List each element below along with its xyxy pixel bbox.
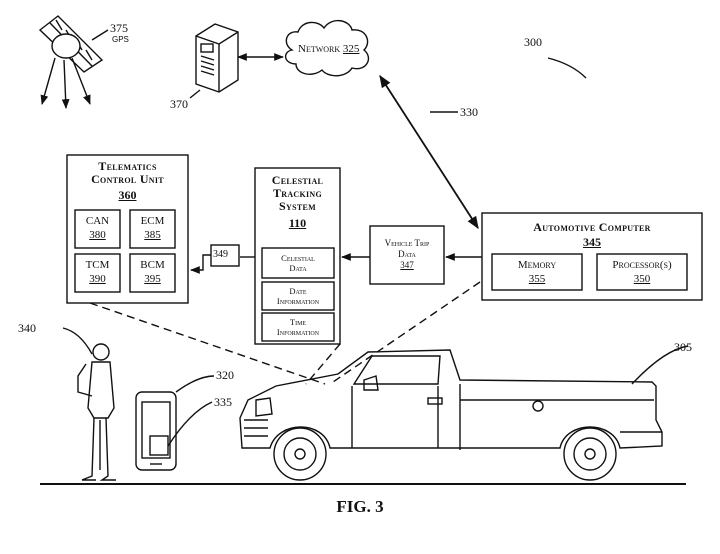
cts-title-line3: System — [279, 199, 316, 213]
ref-375: 375 — [110, 21, 128, 35]
tcm-name: TCM — [85, 259, 110, 271]
can-module: CAN 380 — [75, 214, 120, 242]
tcm-module: TCM 390 — [75, 258, 120, 286]
ref-320: 320 — [216, 368, 234, 382]
can-name: CAN — [85, 215, 110, 227]
cts-title-line2: Tracking — [272, 186, 323, 200]
person-icon — [77, 343, 116, 481]
date-info-line1: Date — [289, 286, 307, 296]
ecm-box — [129, 209, 176, 249]
leader-370 — [189, 89, 201, 99]
celestial-data-line2: Data — [289, 263, 307, 273]
gps-label: GPS — [112, 35, 129, 44]
tcm-box — [74, 253, 121, 293]
cts-title-line1: Celestial — [271, 173, 324, 187]
ecm-name: ECM — [140, 215, 165, 227]
time-info-line2: Information — [276, 327, 320, 337]
leader-335 — [167, 401, 213, 447]
trip-data-line1: Vehicle Trip — [384, 238, 430, 248]
mobile-device-icon — [135, 391, 177, 471]
leader-300 — [547, 57, 587, 79]
server-icon — [195, 23, 239, 93]
processor-name: Processor(s) — [612, 259, 672, 271]
tcu-title-line2: Control Unit — [91, 172, 164, 186]
trip-data-number: 347 — [400, 260, 414, 270]
ref-300: 300 — [524, 35, 542, 49]
tcu-number: 360 — [118, 188, 137, 202]
bcm-box — [129, 253, 176, 293]
ref-330: 330 — [460, 105, 478, 119]
satellite-icon — [38, 15, 104, 109]
processor-box — [596, 253, 688, 291]
processor-num: 350 — [633, 273, 651, 285]
time-info-box — [261, 312, 335, 342]
processor-module: Processor(s) 350 — [597, 258, 687, 286]
cts-number: 110 — [288, 216, 307, 230]
memory-num: 355 — [528, 273, 546, 285]
date-info-line2: Information — [276, 296, 320, 306]
bcm-module: BCM 395 — [130, 258, 175, 286]
bcm-num: 395 — [144, 273, 161, 285]
leader-375 — [91, 29, 109, 41]
celestial-data-line1: Celestial — [281, 253, 315, 263]
ref-305: 305 — [674, 340, 692, 354]
dashed-tcu-vehicle — [89, 302, 326, 385]
leader-320 — [175, 375, 215, 393]
tcu-title-line1: Telematics — [98, 159, 157, 173]
figure-label: FIG. 3 — [336, 497, 384, 516]
auto-computer-title: Automotive Computer — [533, 220, 651, 234]
memory-name: Memory — [517, 259, 557, 271]
network-number: 325 — [342, 43, 360, 55]
auto-computer-number: 345 — [583, 235, 601, 249]
time-info-line1: Time — [289, 317, 307, 327]
ref-349: 349 — [213, 249, 228, 260]
cts-title: Celestial Tracking System — [255, 174, 340, 213]
ref-370: 370 — [170, 97, 188, 111]
cts-box — [254, 167, 341, 345]
network-link-330 — [379, 74, 479, 230]
network-text: Network — [298, 43, 341, 55]
bcm-name: BCM — [140, 259, 165, 271]
trip-data-label: Vehicle Trip Data 347 — [370, 238, 444, 271]
memory-box — [491, 253, 583, 291]
leader-305 — [631, 345, 689, 385]
date-info-box — [261, 281, 335, 311]
can-num: 380 — [89, 229, 106, 241]
tcu-box — [66, 154, 189, 304]
arrow-to-tcu — [190, 254, 211, 274]
leader-340 — [62, 327, 93, 355]
network-label: Network 325 — [298, 44, 359, 55]
dashed-computer-vehicle — [332, 281, 481, 383]
ref-340: 340 — [18, 321, 36, 335]
celestial-data-box — [261, 247, 335, 279]
network-cloud — [285, 20, 370, 77]
ref-335: 335 — [214, 395, 232, 409]
pickup-truck-icon — [239, 349, 663, 481]
tcm-num: 390 — [89, 273, 106, 285]
can-box — [74, 209, 121, 249]
trip-data-line2: Data — [398, 249, 416, 259]
ecm-module: ECM 385 — [130, 214, 175, 242]
tcu-title: Telematics Control Unit — [67, 160, 188, 186]
ecm-num: 385 — [144, 229, 161, 241]
dashed-cts-vehicle — [305, 343, 341, 385]
memory-module: Memory 355 — [492, 258, 582, 286]
